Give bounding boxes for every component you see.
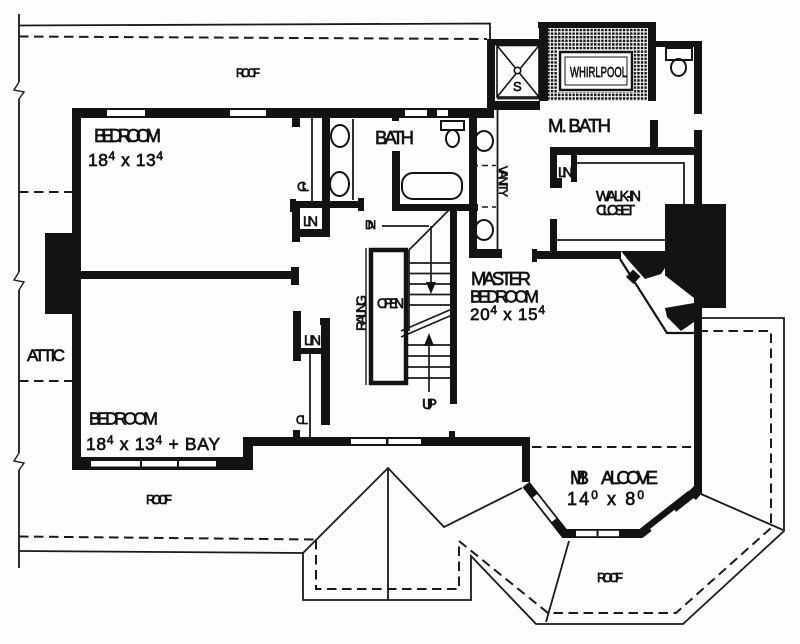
svg-text:CLOSET: CLOSET <box>596 203 636 219</box>
svg-text:ATTIC: ATTIC <box>27 346 66 365</box>
svg-text:MB: MB <box>570 467 590 488</box>
svg-text:M. BATH: M. BATH <box>548 115 612 136</box>
svg-text:LIN: LIN <box>558 164 574 180</box>
svg-text:140 x 80: 140 x 80 <box>567 488 645 509</box>
svg-text:MASTER: MASTER <box>471 268 532 289</box>
svg-text:LIN: LIN <box>304 332 322 348</box>
svg-text:ROOF: ROOF <box>236 68 261 80</box>
svg-text:RAILING: RAILING <box>353 294 369 331</box>
svg-text:UP: UP <box>422 396 438 413</box>
svg-text:VANITY: VANITY <box>496 166 508 198</box>
svg-text:BATH: BATH <box>375 127 415 148</box>
svg-text:DN: DN <box>365 220 377 232</box>
svg-text:ROOF: ROOF <box>146 492 173 507</box>
svg-text:204 x 154: 204 x 154 <box>470 303 546 324</box>
svg-text:ALCOVE: ALCOVE <box>601 467 659 488</box>
svg-text:184 x 134 + BAY: 184 x 134 + BAY <box>86 433 221 454</box>
svg-text:OPEN: OPEN <box>377 296 405 311</box>
svg-text:LIN: LIN <box>303 213 319 229</box>
svg-text:CL: CL <box>296 415 309 427</box>
svg-text:BEDROOM: BEDROOM <box>89 409 159 429</box>
svg-text:BEDROOM: BEDROOM <box>470 287 540 307</box>
svg-text:ROOF: ROOF <box>597 570 624 585</box>
svg-text:BEDROOM: BEDROOM <box>94 125 162 146</box>
svg-text:WALK-IN: WALK-IN <box>596 189 642 205</box>
svg-text:CL: CL <box>297 179 310 194</box>
svg-text:184 x 134: 184 x 134 <box>88 149 164 170</box>
svg-text:S: S <box>513 79 523 94</box>
svg-text:WHIRLPOOL: WHIRLPOOL <box>570 64 627 81</box>
